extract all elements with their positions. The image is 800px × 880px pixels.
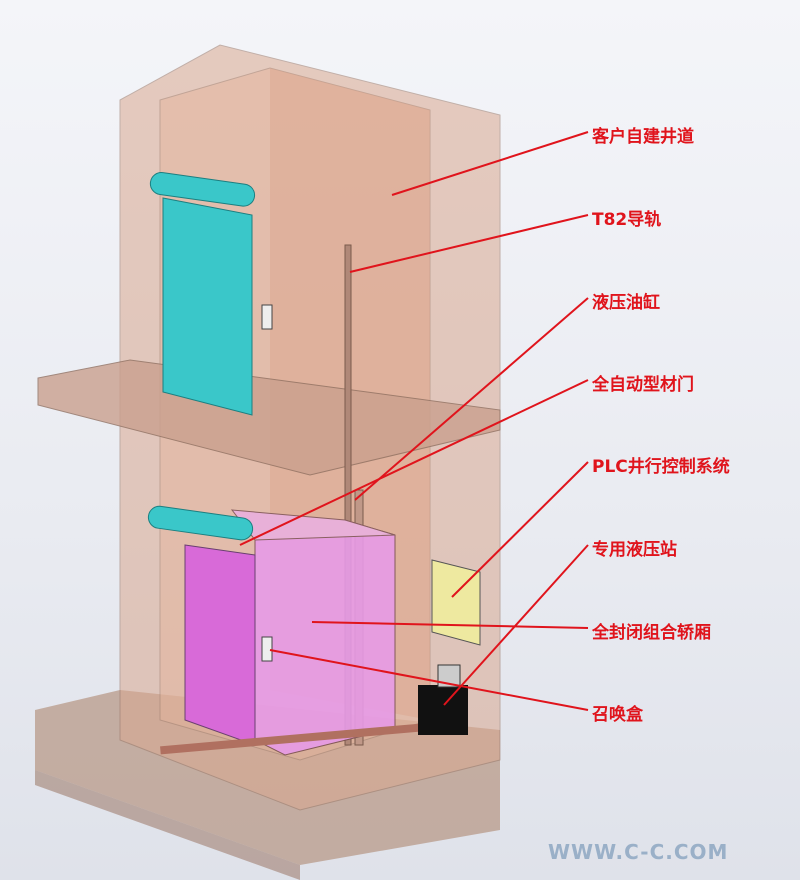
label-shaft: 客户自建井道 [592,127,694,147]
label-hydraulic-cylinder: 液压油缸 [592,293,660,313]
label-guide-rail: T82导轨 [592,210,662,230]
upper-door [162,197,253,416]
label-plc-control: PLC井行控制系统 [592,457,730,477]
cabin [254,519,396,756]
control-cabinet [431,559,481,646]
label-auto-door: 全自动型材门 [592,375,694,395]
watermark: WWW.C-C.COM [548,840,729,864]
label-cabin: 全封闭组合轿厢 [592,623,711,643]
label-call-box: 召唤盒 [592,705,643,725]
floor-slab [37,359,501,476]
pump-station [418,685,468,735]
label-pump-station: 专用液压站 [592,540,677,560]
